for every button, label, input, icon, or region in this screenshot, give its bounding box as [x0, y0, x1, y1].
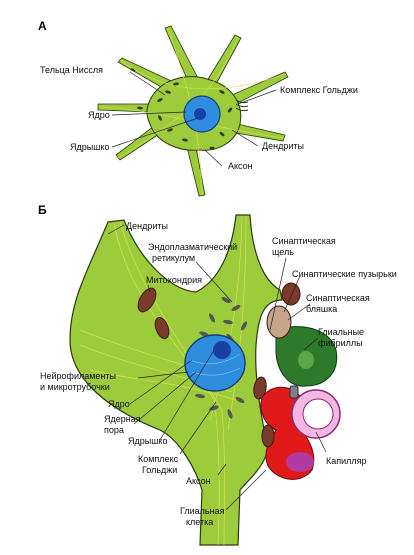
neuron-a-processes — [97, 25, 289, 197]
endoplasmic-reticulum — [195, 296, 248, 419]
label-cleft-1: Синаптическая — [272, 236, 336, 246]
capillary-lumen — [302, 398, 334, 430]
label-golgi-a: Комплекс Гольджи — [280, 85, 358, 95]
label-plaque-1: Синаптическая — [306, 293, 370, 303]
label-nucleus-b: Ядро — [108, 399, 130, 409]
synaptic-vesicle-body — [281, 282, 301, 306]
nucleolus-a — [194, 108, 206, 120]
neuron-b-body — [69, 214, 283, 546]
label-fibrils-1: Глиальные — [318, 327, 364, 337]
label-dendrites-b: Дендриты — [126, 221, 168, 231]
label-glia-1: Глиальная — [180, 506, 225, 516]
synaptic-bouton — [266, 305, 292, 339]
label-nucleolus-b: Ядрышко — [128, 436, 168, 446]
neuron-b — [69, 214, 283, 546]
leader-lines-b — [107, 224, 327, 511]
label-golgi-b-2: Гольджи — [142, 465, 177, 475]
panel-b-letter: Б — [38, 203, 47, 217]
label-plaque-2: бляшка — [306, 304, 337, 314]
mitochondria-b — [137, 287, 267, 400]
panel-a-letter: А — [38, 19, 47, 33]
label-cleft-2: щель — [272, 247, 294, 257]
label-dendrites-a: Дендриты — [262, 141, 304, 151]
label-pore-2: пора — [104, 425, 124, 435]
leader-lines-a — [111, 71, 277, 167]
nucleus-b — [184, 334, 246, 392]
label-neuro-1: Нейрофиламенты — [40, 371, 116, 381]
label-axon-a: Аксон — [228, 161, 253, 171]
label-glia-2: клетка — [186, 517, 213, 527]
nissl-bodies — [130, 68, 233, 150]
label-nucleus-a: Ядро — [88, 110, 110, 120]
label-er-1: Эндоплазматический — [148, 242, 237, 252]
label-vesicles: Синаптические пузырьки — [292, 269, 397, 279]
label-pore-1: Ядерная — [104, 414, 141, 424]
label-fibrils-2: фибриллы — [318, 338, 363, 348]
golgi-a — [235, 99, 249, 112]
label-nissl: Тельца Нисcля — [40, 65, 103, 75]
label-axon-b: Аксон — [186, 476, 211, 486]
label-capillary: Капилляр — [326, 456, 367, 466]
synapse-region — [260, 282, 341, 480]
neuron-a — [97, 25, 289, 197]
label-golgi-b-1: Комплекс — [138, 454, 179, 464]
label-neuro-2: и микротрубочки — [40, 382, 110, 392]
label-mito: Митохондрия — [146, 275, 202, 285]
label-er-2: ретикулум — [152, 253, 195, 263]
label-nucleolus-a: Ядрышко — [70, 142, 110, 152]
